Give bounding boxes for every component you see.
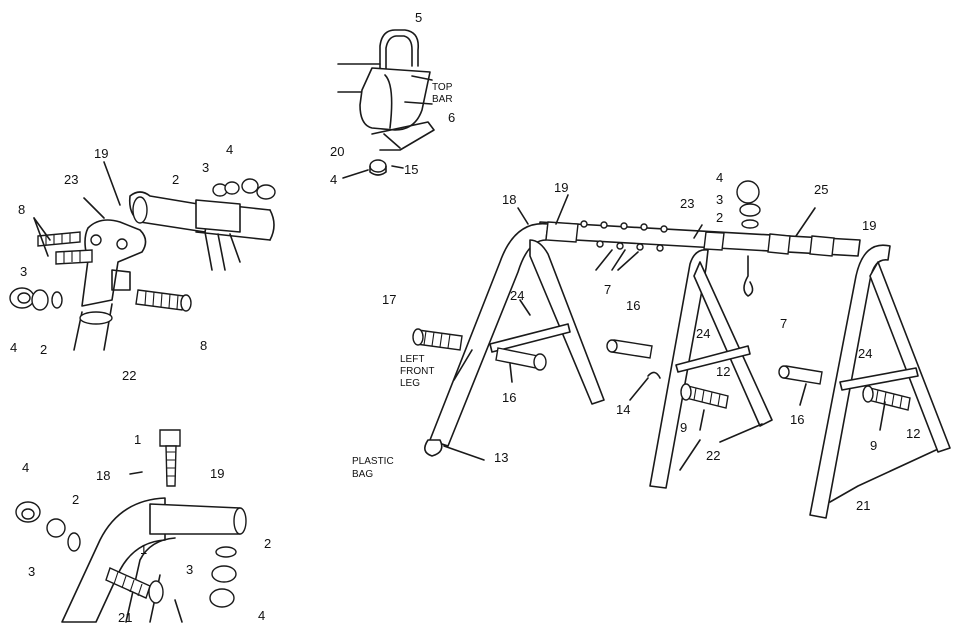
part-23-left: 23 (64, 172, 78, 187)
left-front-leg-label-2: FRONT (400, 366, 434, 377)
part-number-labels: 5 TOP BAR 6 20 4 15 19 23 8 3 4 2 3 4 2 … (10, 10, 920, 625)
top-corner-detail (15, 429, 247, 623)
part-3-left: 3 (20, 264, 27, 279)
part-1-top: 1 (134, 432, 141, 447)
part-19-bottom: 19 (210, 466, 224, 481)
part-13: 13 (494, 450, 508, 465)
part-19-left: 19 (94, 146, 108, 161)
part-4-hanger: 4 (330, 172, 337, 187)
part-16-right: 16 (790, 412, 804, 427)
part-23-main: 23 (680, 196, 694, 211)
part-4-left-top: 4 (226, 142, 233, 157)
part-12-middle: 12 (716, 364, 730, 379)
part-7-main: 7 (604, 282, 611, 297)
part-14: 14 (616, 402, 630, 417)
part-25: 25 (814, 182, 828, 197)
part-21-main: 21 (856, 498, 870, 513)
part-2-bottom-left: 2 (72, 492, 79, 507)
part-15: 15 (404, 162, 418, 177)
part-16-left: 16 (502, 390, 516, 405)
swing-frame-assembly (412, 180, 951, 519)
part-3-bottom-right: 3 (186, 562, 193, 577)
left-front-leg-label-3: LEG (400, 378, 420, 389)
part-8-right: 8 (200, 338, 207, 353)
part-3-main: 3 (716, 192, 723, 207)
part-2-bottom-right: 2 (264, 536, 271, 551)
part-24-middle: 24 (696, 326, 710, 341)
part-21-bottom: 21 (118, 610, 132, 625)
part-1-bottom: 1 (140, 542, 147, 557)
part-8-left: 8 (18, 202, 25, 217)
plastic-bag-label-1: PLASTIC (352, 456, 394, 467)
part-3-left-top: 3 (202, 160, 209, 175)
corner-bracket-detail (9, 161, 276, 351)
part-2-left: 2 (40, 342, 47, 357)
part-6: 6 (448, 110, 455, 125)
part-22-main: 22 (706, 448, 720, 463)
part-7-right: 7 (780, 316, 787, 331)
left-front-leg-label-1: LEFT (400, 354, 424, 365)
part-17: 17 (382, 292, 396, 307)
top-bar-label-1: TOP (432, 82, 453, 93)
part-2-left-top: 2 (172, 172, 179, 187)
part-5: 5 (415, 10, 422, 25)
part-4-main: 4 (716, 170, 723, 185)
part-24-right: 24 (858, 346, 872, 361)
part-18-main: 18 (502, 192, 516, 207)
part-3-bottom-left: 3 (28, 564, 35, 579)
part-9-middle: 9 (680, 420, 687, 435)
hanger-detail (337, 29, 435, 179)
part-16-top: 16 (626, 298, 640, 313)
top-bar-label-2: BAR (432, 94, 453, 105)
part-2-main: 2 (716, 210, 723, 225)
part-4-bottom-right: 4 (258, 608, 265, 623)
part-20: 20 (330, 144, 344, 159)
part-22-left: 22 (122, 368, 136, 383)
part-12-right: 12 (906, 426, 920, 441)
part-19-main-left: 19 (554, 180, 568, 195)
part-19-main-right: 19 (862, 218, 876, 233)
part-4-left: 4 (10, 340, 17, 355)
part-24-left: 24 (510, 288, 524, 303)
part-4-bottom-left: 4 (22, 460, 29, 475)
part-9-right: 9 (870, 438, 877, 453)
plastic-bag-label-2: BAG (352, 469, 373, 480)
part-18-bottom: 18 (96, 468, 110, 483)
